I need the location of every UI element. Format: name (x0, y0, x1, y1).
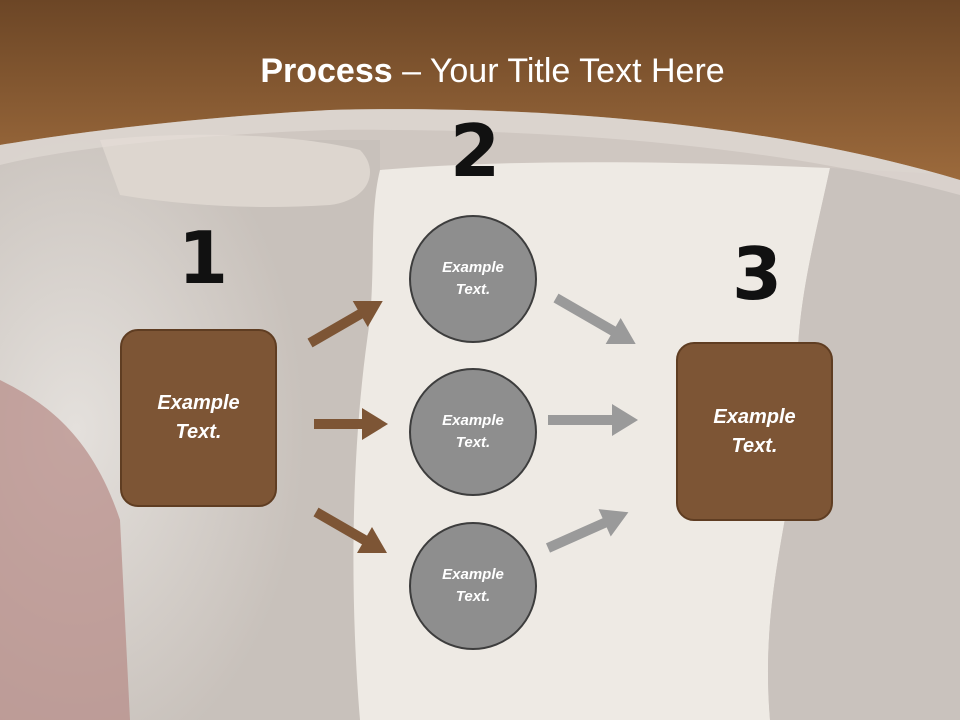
title-bold: Process (260, 52, 393, 90)
arrow-mid-to-right (548, 404, 638, 436)
arrow-left-to-mid (314, 408, 388, 440)
brown-arrows (307, 301, 388, 553)
circle-mid-line2: Text. (455, 434, 491, 451)
left-box-line1: Example (157, 392, 240, 414)
step-number-2: 2 (450, 109, 501, 193)
circle-mid-line1: Example (442, 411, 504, 429)
circle-bottom-line2: Text. (455, 588, 491, 605)
right-box-line2: Text. (731, 434, 778, 457)
circle-top-line2: Text. (455, 281, 491, 298)
arrow-left-to-bottom (313, 507, 388, 553)
arrow-bottom-to-right (545, 509, 629, 553)
arrow-left-to-top (307, 301, 383, 348)
circle-top-line1: Example (442, 258, 504, 276)
circle-bottom-line1: Example (442, 565, 504, 583)
step-number-3: 3 (732, 232, 783, 316)
slide-title: Process – Your Title Text Here (0, 52, 960, 91)
right-box-line1: Example (713, 405, 796, 428)
gray-arrows (545, 293, 638, 553)
arrow-top-to-right (553, 293, 636, 344)
step-number-1: 1 (178, 216, 229, 300)
left-box-line2: Text. (175, 421, 222, 443)
title-dash: – (392, 52, 430, 90)
title-rest: Your Title Text Here (429, 52, 725, 90)
